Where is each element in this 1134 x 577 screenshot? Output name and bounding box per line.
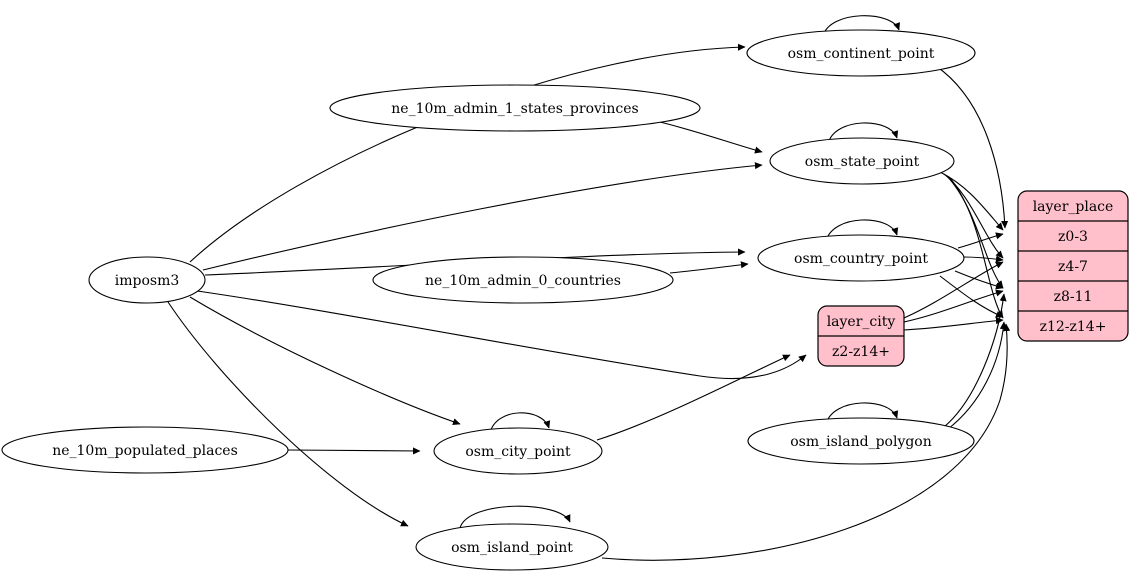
- node-osm_island_polygon[interactable]: osm_island_polygon: [747, 417, 975, 465]
- node-ne_10m_populated_places-label: ne_10m_populated_places: [52, 443, 238, 459]
- edge-osm_state_point-layer_place-z4_7: [943, 173, 1004, 259]
- layer_place-row-z12-z14[interactable]: z12-z14+: [1040, 319, 1107, 335]
- node-osm_country_point[interactable]: osm_country_point: [757, 234, 965, 282]
- edge-layer_city-layer_place-z12_z14: [903, 317, 1004, 331]
- edge-osm_island_point-layer_place-z12_z14: [601, 323, 1011, 561]
- edge-imposm3-osm_island_point: [167, 301, 409, 527]
- edge-osm_country_point-layer_place-z4_7: [962, 255, 1004, 263]
- node-osm_country_point-label: osm_country_point: [794, 251, 928, 267]
- node-ne_10m_admin_1_states_provinces[interactable]: ne_10m_admin_1_states_provinces: [329, 84, 701, 132]
- node-imposm3[interactable]: imposm3: [88, 256, 206, 304]
- edge-layer_city-layer_place-z8_11: [903, 289, 1004, 323]
- node-imposm3-label: imposm3: [115, 273, 180, 289]
- edge-osm_continent_point-layer_place-z0_3: [935, 65, 1009, 229]
- edge-ne_states-osm_state_point: [659, 121, 763, 154]
- node-layer_city[interactable]: layer_city z2-z14+: [817, 305, 905, 367]
- node-osm_state_point[interactable]: osm_state_point: [769, 137, 955, 185]
- edge-imposm3-layer_city: [196, 290, 807, 380]
- node-osm_island_point-label: osm_island_point: [451, 540, 573, 556]
- selfloop-osm_country_point: [825, 219, 899, 242]
- node-ne_10m_admin_0_countries-label: ne_10m_admin_0_countries: [425, 273, 621, 289]
- layer_city-row-z2-z14[interactable]: z2-z14+: [832, 344, 890, 360]
- selfloop-osm_state_point: [827, 122, 899, 145]
- node-osm_island_polygon-label: osm_island_polygon: [790, 434, 932, 450]
- layer_place-row-z8-11[interactable]: z8-11: [1054, 289, 1093, 305]
- layer_place-title: layer_place: [1033, 199, 1114, 215]
- node-ne_10m_admin_0_countries[interactable]: ne_10m_admin_0_countries: [372, 256, 674, 304]
- edge-osm_island_polygon-layer_place-z8_11: [943, 293, 1007, 428]
- node-ne_10m_populated_places[interactable]: ne_10m_populated_places: [1, 426, 289, 474]
- node-osm_city_point-label: osm_city_point: [465, 444, 571, 460]
- record-nodes-layer: layer_place z0-3 z4-7 z8-11 z12-z14+ lay…: [817, 190, 1129, 367]
- layer_place-row-z4-7[interactable]: z4-7: [1058, 259, 1088, 275]
- node-ne_10m_admin_1_states_provinces-label: ne_10m_admin_1_states_provinces: [391, 101, 638, 117]
- selfloop-osm_continent_point: [822, 15, 900, 37]
- edge-imposm3-osm_city_point: [189, 296, 461, 426]
- node-layer_place[interactable]: layer_place z0-3 z4-7 z8-11 z12-z14+: [1017, 190, 1129, 342]
- node-osm_continent_point-label: osm_continent_point: [788, 46, 935, 62]
- selfloop-osm_island_point: [459, 505, 571, 529]
- edge-osm_island_polygon-layer_place-z12_z14: [947, 321, 1007, 430]
- layer_city-title: layer_city: [827, 314, 896, 330]
- layer_place-row-z0-3[interactable]: z0-3: [1058, 229, 1088, 245]
- edge-imposm3-osm_state_point: [202, 162, 763, 271]
- edge-osm_state_point-layer_place-z12_z14: [949, 177, 1004, 319]
- edge-osm_state_point-layer_place-z0_3: [939, 171, 1004, 231]
- selfloop-osm_island_polygon: [825, 402, 899, 425]
- edge-ne_populated-osm_city_point: [287, 447, 421, 455]
- node-osm_city_point[interactable]: osm_city_point: [433, 427, 603, 475]
- node-osm_continent_point[interactable]: osm_continent_point: [746, 29, 976, 77]
- node-osm_state_point-label: osm_state_point: [805, 154, 920, 170]
- edge-osm_city_point-layer_city: [596, 354, 791, 441]
- edge-osm_country_point-layer_place-z0_3: [957, 232, 1004, 249]
- edge-osm_country_point-layer_place-z8_11: [954, 270, 1004, 290]
- selfloop-osm_city_point: [489, 412, 551, 434]
- nodes-layer: imposm3 ne_10m_admin_1_states_provinces …: [1, 29, 976, 571]
- edge-imposm3-osm_continent_point: [189, 43, 746, 263]
- edges-layer: [167, 15, 1011, 561]
- node-osm_island_point[interactable]: osm_island_point: [415, 523, 609, 571]
- edge-layer_city-layer_place-z4_7: [903, 261, 1004, 319]
- edge-osm_state_point-layer_place-z8_11: [946, 175, 1004, 289]
- edge-ne_countries-osm_country_point: [669, 261, 749, 274]
